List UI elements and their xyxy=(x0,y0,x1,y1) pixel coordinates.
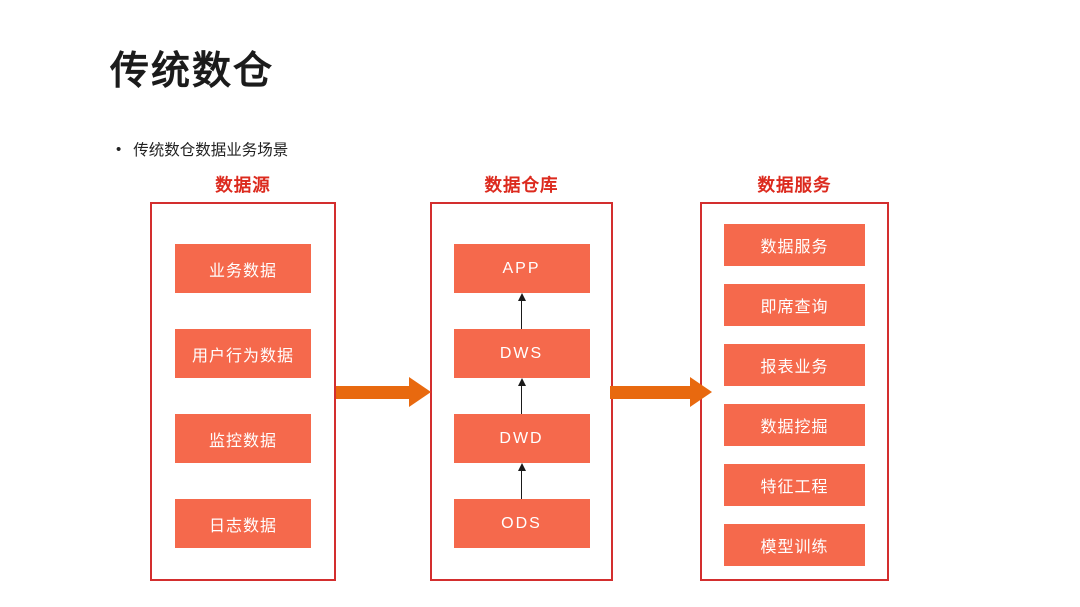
node-model-training: 模型训练 xyxy=(724,524,865,566)
group-frame-data-services: 数据服务 即席查询 报表业务 数据挖掘 特征工程 模型训练 xyxy=(700,202,889,581)
group-frame-data-sources: 业务数据 用户行为数据 监控数据 日志数据 xyxy=(150,202,336,581)
arrow-line xyxy=(520,300,523,329)
up-arrow-icon xyxy=(517,293,527,329)
node-app-layer: APP xyxy=(453,244,590,293)
node-ods-layer: ODS xyxy=(453,499,590,548)
node-user-behavior-data: 用户行为数据 xyxy=(175,329,311,378)
node-dwd-layer: DWD xyxy=(453,414,590,463)
node-dws-layer: DWS xyxy=(453,329,590,378)
node-log-data: 日志数据 xyxy=(175,499,311,548)
arrowhead-icon xyxy=(690,377,712,407)
group-data-sources: 数据源 业务数据 用户行为数据 监控数据 日志数据 xyxy=(150,172,336,581)
bullet-icon: • xyxy=(116,140,122,158)
group-data-warehouse: 数据仓库 APP DWS DWD ODS xyxy=(430,172,613,581)
page-title: 传统数仓 xyxy=(110,50,275,93)
group-header-data-services: 数据服务 xyxy=(757,175,832,195)
arrowhead-icon xyxy=(409,377,431,407)
node-monitoring-data: 监控数据 xyxy=(175,414,311,463)
node-report-business: 报表业务 xyxy=(724,344,865,386)
bullet-text: 传统数仓数据业务场景 xyxy=(133,142,289,159)
node-feature-engineering: 特征工程 xyxy=(724,464,865,506)
arrowhead-icon xyxy=(517,463,526,471)
arrow-line xyxy=(520,385,523,414)
node-adhoc-query: 即席查询 xyxy=(724,284,865,326)
group-header-data-sources: 数据源 xyxy=(215,175,271,195)
bullet-line: • 传统数仓数据业务场景 xyxy=(116,138,288,160)
group-header-data-warehouse: 数据仓库 xyxy=(484,175,559,195)
right-arrow-icon xyxy=(336,377,431,407)
node-data-service: 数据服务 xyxy=(724,224,865,266)
arrowhead-icon xyxy=(517,293,526,301)
arrow-shaft xyxy=(336,385,409,399)
group-data-services: 数据服务 数据服务 即席查询 报表业务 数据挖掘 特征工程 模型训练 xyxy=(700,172,889,581)
node-business-data: 业务数据 xyxy=(175,244,311,293)
right-arrow-icon xyxy=(610,377,712,407)
node-data-mining: 数据挖掘 xyxy=(724,404,865,446)
arrow-shaft xyxy=(610,385,690,399)
up-arrow-icon xyxy=(517,378,527,414)
arrowhead-icon xyxy=(517,378,526,386)
arrow-line xyxy=(520,470,523,499)
up-arrow-icon xyxy=(517,463,527,499)
group-frame-data-warehouse: APP DWS DWD ODS xyxy=(430,202,613,581)
